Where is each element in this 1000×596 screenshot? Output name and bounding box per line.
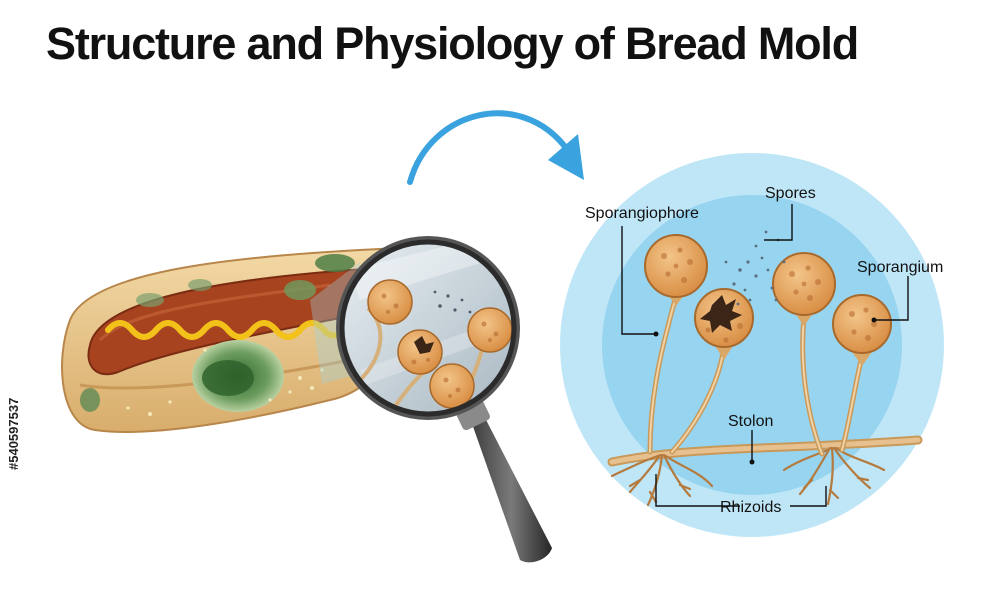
label-leader-lines [621,204,909,507]
label-rhizoids: Rhizoids [720,499,781,516]
page-title: Structure and Physiology of Bread Mold [46,18,859,69]
label-spores: Spores [765,185,816,202]
mold-structure-diagram: Sporangiophore Spores Sporangium Stolon … [560,153,944,537]
label-sporangium: Sporangium [857,259,943,276]
sporangium-3 [832,294,892,354]
label-stolon: Stolon [728,413,773,430]
curved-arrow-icon [407,110,584,185]
magnifying-glass-icon [336,236,552,563]
label-sporangiophore: Sporangiophore [585,205,699,222]
